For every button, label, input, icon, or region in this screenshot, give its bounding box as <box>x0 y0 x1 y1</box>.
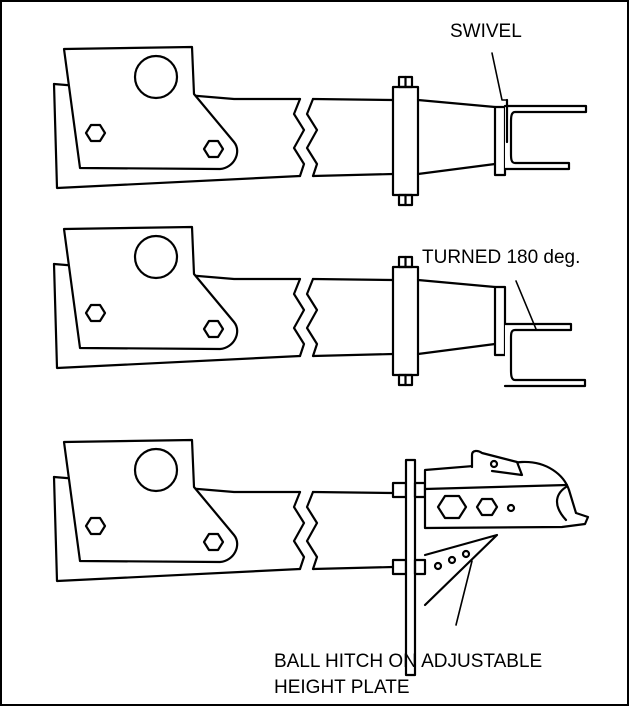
turned-leader-line <box>515 280 537 330</box>
ball-hitch-leader-line <box>455 560 473 626</box>
label-ball-hitch-line1: BALL HITCH ON ADJUSTABLE <box>274 651 543 672</box>
turned-configuration <box>52 225 587 388</box>
swivel-configuration <box>52 45 588 207</box>
ball-hitch-configuration <box>52 438 590 677</box>
label-swivel: SWIVEL <box>450 21 522 42</box>
swivel-leader-line <box>491 52 508 101</box>
label-ball-hitch-line2: HEIGHT PLATE <box>274 677 410 698</box>
label-turned-180: TURNED 180 deg. <box>422 247 581 268</box>
